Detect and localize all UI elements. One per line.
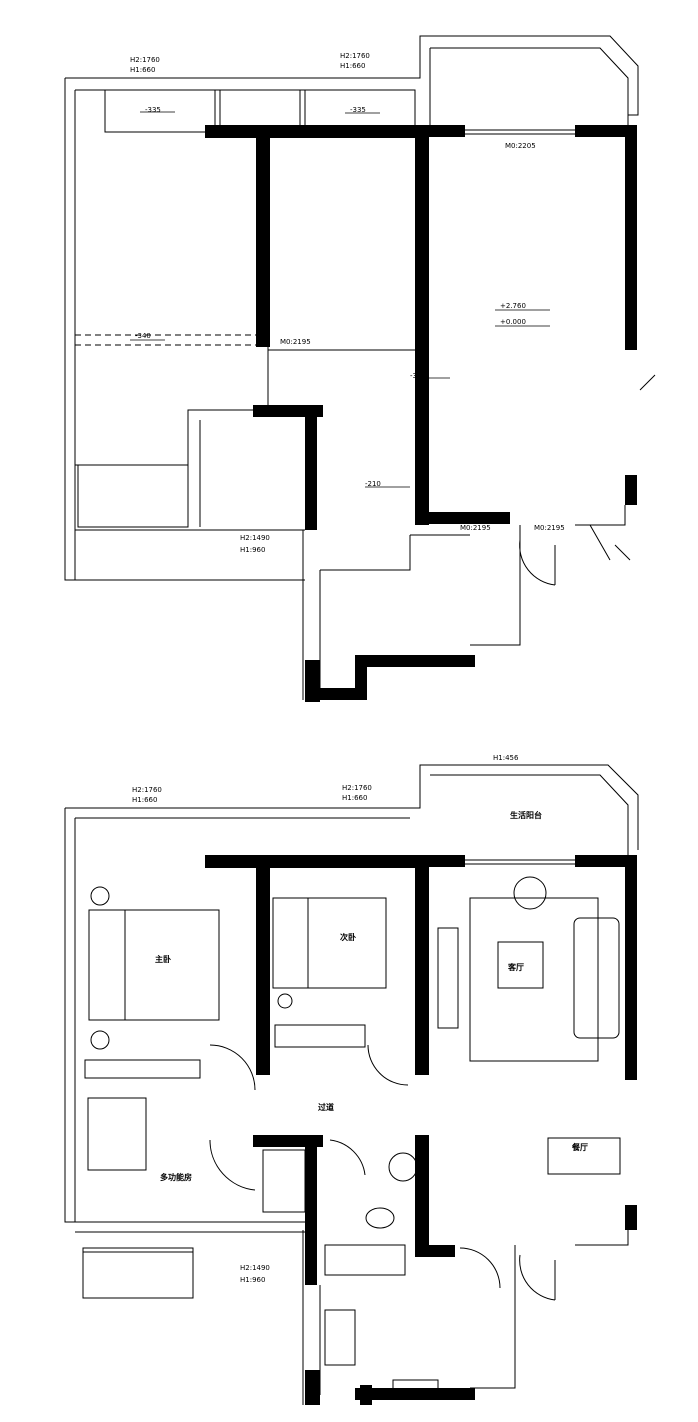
bottom-window-bottom-h1: H1:960 [240, 1276, 265, 1284]
bottom-window-mid-h2: H2:1760 [342, 784, 372, 792]
room-living-room: 客厅 [507, 962, 524, 972]
room-master-bedroom: 主卧 [155, 954, 171, 964]
top-door-2205: M0:2205 [505, 142, 536, 150]
bottom-floor-plan [64, 764, 639, 1405]
room-dining-room: 餐厅 [571, 1142, 588, 1152]
bottom-window-left-h1: H1:660 [132, 796, 157, 804]
bottom-window-bottom-h2: H2:1490 [240, 1264, 270, 1272]
top-door-2195-c: M0:2195 [534, 524, 565, 532]
bottom-window-mid-h1: H1:660 [342, 794, 367, 802]
bottom-plan-solid-walls [205, 855, 637, 1405]
top-window-mid-h2: H2:1760 [340, 52, 370, 60]
bottom-window-left-h2: H2:1760 [132, 786, 162, 794]
top-window-bottom-h1: H1:960 [240, 546, 265, 554]
top-window-left-h2: H2:1760 [130, 56, 160, 64]
room-multi-function: 多功能房 [160, 1172, 192, 1182]
top-elev-335-b: -335 [350, 106, 366, 114]
top-door-2195-b: M0:2195 [460, 524, 491, 532]
top-plan-solid-walls [205, 125, 637, 702]
top-elev-335-a: -335 [145, 106, 161, 114]
top-elev-p2760: +2.760 [500, 302, 526, 310]
top-window-mid-h1: H1:660 [340, 62, 365, 70]
room-corridor: 过道 [318, 1102, 334, 1112]
bottom-plan-labels: H2:1760 H1:660 H2:1760 H1:660 H1:456 H2:… [132, 754, 588, 1284]
top-elev-210: -210 [365, 480, 381, 488]
top-elev-335-c: -335 [410, 372, 426, 380]
top-elev-p0000: +0.000 [500, 318, 526, 326]
room-balcony: 生活阳台 [510, 810, 542, 820]
top-plan-labels: H2:1760 H1:660 H2:1760 H1:660 -335 -335 … [130, 52, 565, 554]
top-elev-340: -340 [135, 332, 151, 340]
top-window-left-h1: H1:660 [130, 66, 155, 74]
top-floor-plan [64, 35, 656, 700]
bottom-window-balcony-h1: H1:456 [493, 754, 519, 762]
room-second-bedroom: 次卧 [340, 932, 356, 942]
top-window-bottom-h2: H2:1490 [240, 534, 270, 542]
top-door-2195-a: M0:2195 [280, 338, 311, 346]
